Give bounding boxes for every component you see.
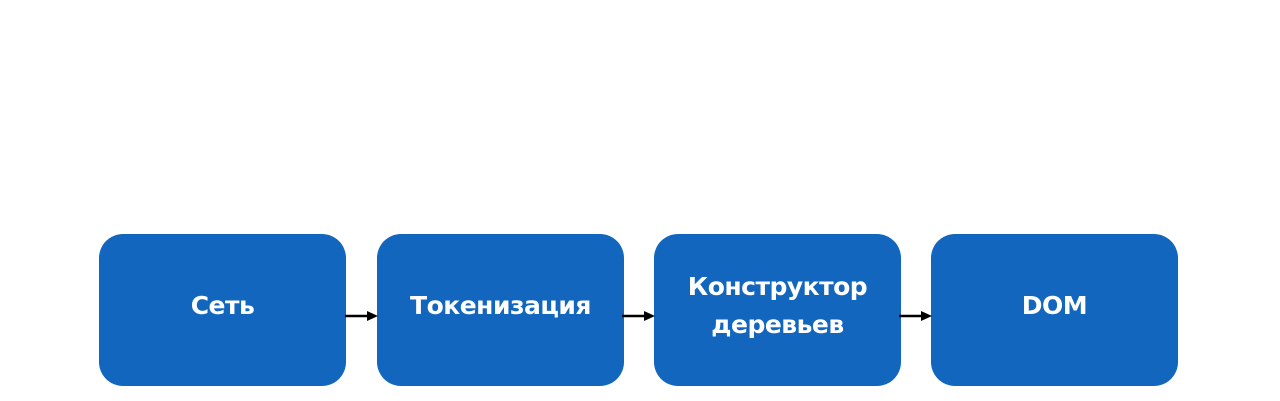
arrow-icon [622, 311, 655, 321]
node-network: Сеть [99, 234, 346, 386]
node-tokenization: Токенизация [377, 234, 624, 386]
node-label: DOM [1021, 291, 1088, 320]
node-label: Сеть [190, 291, 255, 320]
arrow-icon [899, 311, 932, 321]
node-dom: DOM [931, 234, 1178, 386]
node-label: Конструктор деревьев [687, 272, 868, 339]
node-label: Токенизация [410, 291, 591, 320]
node-tree-constructor: Конструктор деревьев [654, 234, 901, 386]
arrow-icon [345, 311, 378, 321]
